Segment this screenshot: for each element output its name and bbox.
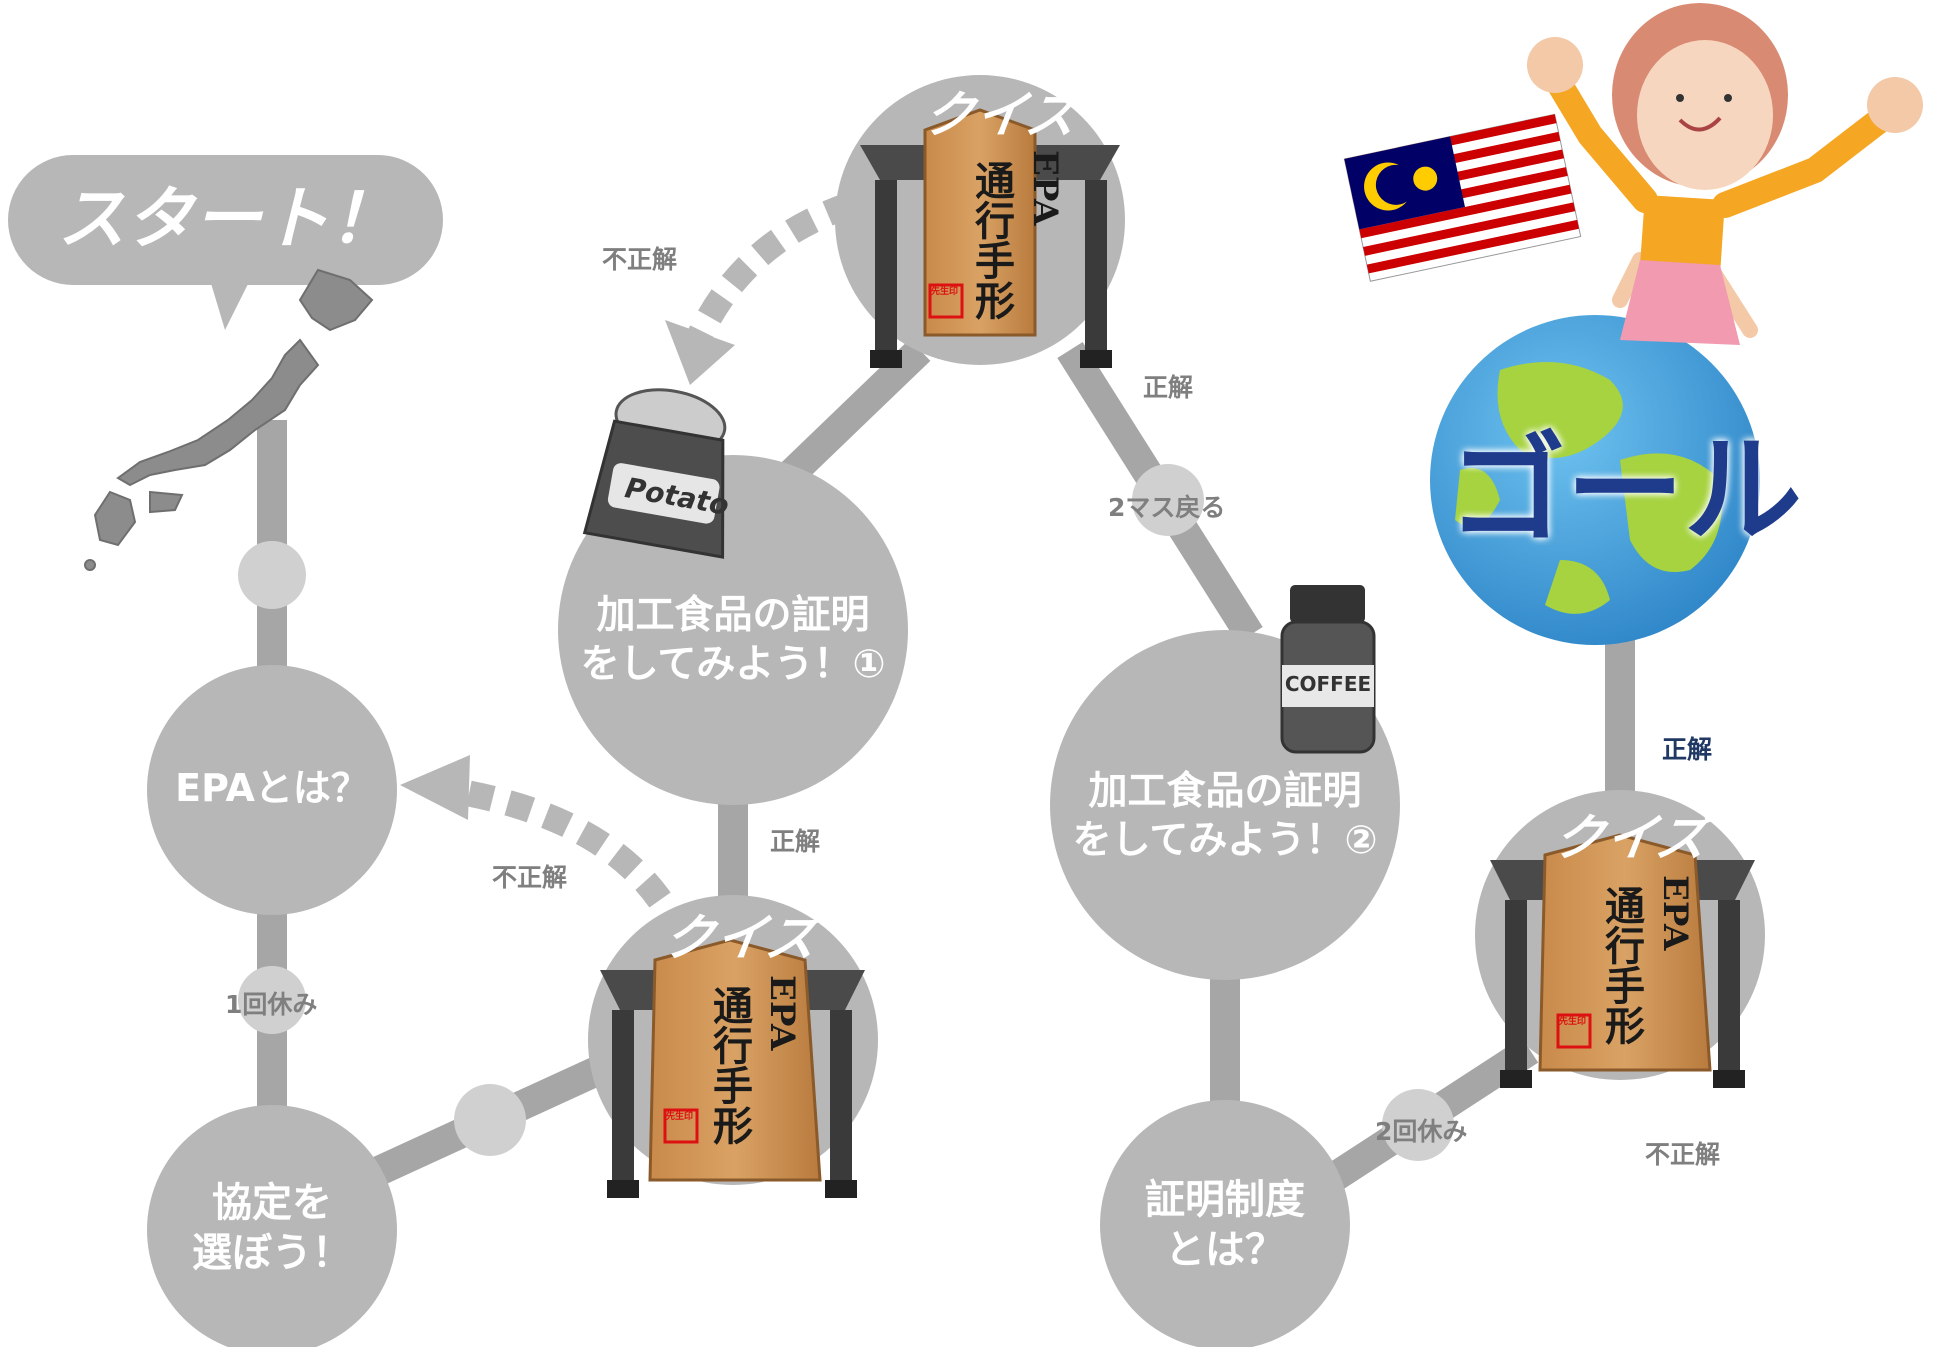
plaque-quiz3-pass: 通行手形 bbox=[1598, 885, 1645, 1045]
seal-quiz1 bbox=[663, 1108, 699, 1144]
edge-quiz2-correct: 正解 bbox=[1143, 373, 1194, 402]
edge-back2: 2マス戻る bbox=[1108, 493, 1226, 522]
edge-quiz3-correct: 正解 bbox=[1662, 735, 1713, 764]
quiz3-title: クイズ bbox=[1550, 809, 1714, 867]
quiz2-title: クイズ bbox=[920, 86, 1084, 144]
plaque-quiz3-seal: 先生印 bbox=[1559, 1017, 1587, 1027]
node-epa bbox=[147, 665, 397, 915]
plaque-quiz3-epa: EPA bbox=[1655, 875, 1695, 951]
seal-quiz3 bbox=[1556, 1013, 1592, 1049]
edge-quiz2-wrong: 不正解 bbox=[602, 245, 678, 274]
gate-plaque-quiz3 bbox=[1490, 833, 1755, 1088]
goal-label: ゴール bbox=[1447, 421, 1802, 559]
wrong-arrow-quiz1-head bbox=[400, 755, 470, 820]
edge-skip1: 1回休み bbox=[225, 990, 318, 1019]
gate-plaque-quiz1 bbox=[600, 938, 865, 1198]
start-bubble bbox=[8, 155, 443, 330]
quiz1-title: クイズ bbox=[660, 909, 824, 967]
node-processed2-label: 加工食品の証明 をしてみよう！② bbox=[1072, 769, 1378, 863]
node-agreement bbox=[147, 1105, 397, 1347]
edge-quiz1-wrong: 不正解 bbox=[492, 863, 568, 892]
node-certification bbox=[1100, 1100, 1350, 1347]
node-processed1-label: 加工食品の証明 をしてみよう！① bbox=[580, 593, 886, 687]
seal-quiz2 bbox=[928, 283, 964, 319]
plaque-quiz1-epa: EPA bbox=[762, 975, 802, 1051]
node-epa-label: EPAとは？ bbox=[175, 766, 369, 810]
edge-quiz3-wrong: 不正解 bbox=[1645, 1140, 1721, 1169]
coffee-jar-icon bbox=[1280, 585, 1376, 754]
node-certification-label: 証明制度 とは？ bbox=[1145, 1177, 1305, 1273]
coffee-label: COFFEE bbox=[1284, 672, 1372, 696]
plaque-quiz2-epa: EPA bbox=[1025, 150, 1065, 226]
path-processed1-quiz2 bbox=[779, 339, 931, 486]
wrong-arrow-quiz2 bbox=[688, 192, 855, 341]
step-dot-1 bbox=[238, 541, 306, 609]
gate-plaque-quiz2 bbox=[860, 108, 1120, 368]
japan-map-icon bbox=[84, 268, 374, 571]
plaque-quiz1-seal: 先生印 bbox=[666, 1112, 694, 1122]
edge-skip2: 2回休み bbox=[1375, 1117, 1468, 1146]
wrong-arrow-quiz2-head bbox=[665, 320, 735, 385]
wrong-arrow-quiz1 bbox=[447, 777, 671, 908]
edge-quiz1-correct: 正解 bbox=[770, 827, 821, 856]
potato-chips-icon bbox=[582, 388, 727, 559]
plaque-quiz2-seal: 先生印 bbox=[931, 287, 959, 297]
malaysia-flag-icon bbox=[1343, 113, 1582, 282]
step-dot-2 bbox=[238, 966, 306, 1034]
jumping-girl-illustration bbox=[1527, 3, 1923, 345]
step-dot-4 bbox=[1132, 464, 1204, 536]
globe-icon bbox=[1430, 315, 1760, 645]
plaque-quiz2-pass: 通行手形 bbox=[968, 160, 1015, 320]
start-label: スタート！ bbox=[57, 180, 398, 259]
node-agreement-label: 協定を 選ぼう！ bbox=[192, 1180, 352, 1276]
board-paths bbox=[257, 339, 1635, 1193]
step-dot-5 bbox=[1382, 1089, 1454, 1161]
step-dot-3 bbox=[454, 1084, 526, 1156]
plaque-quiz1-pass: 通行手形 bbox=[706, 985, 753, 1145]
